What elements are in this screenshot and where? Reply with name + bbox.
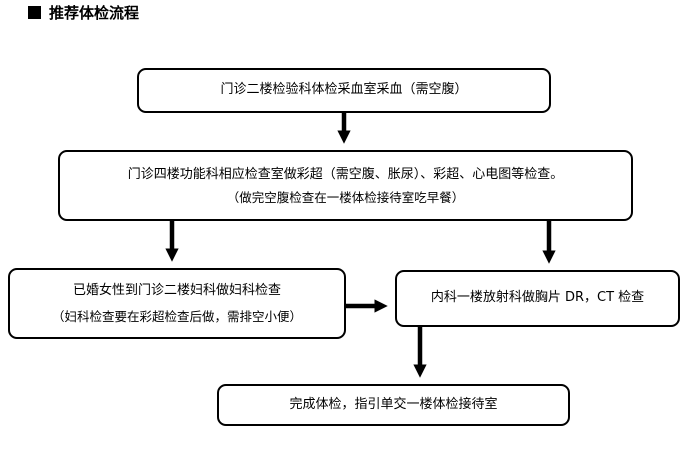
step3-text: 已婚女性到门诊二楼妇科做妇科检查 (72, 282, 281, 298)
title-text: 推荐体检流程 (49, 3, 140, 22)
step2-box: 门诊四楼功能科相应检查室做彩超（需空腹、胀尿）、彩超、心电图等检查。 （做完空腹… (58, 150, 633, 221)
step4-box: 内科一楼放射科做胸片 DR，CT 检查 (395, 270, 680, 327)
step5-box: 完成体检，指引单交一楼体检接待室 (217, 384, 570, 426)
step2-note: （做完空腹检查在一楼体检接待室吃早餐） (226, 190, 465, 206)
step3-note: （妇科检查要在彩超检查后做，需排空小便） (51, 308, 302, 324)
step2-text: 门诊四楼功能科相应检查室做彩超（需空腹、胀尿）、彩超、心电图等检查。 (127, 167, 564, 183)
step1-box: 门诊二楼检验科体检采血室采血（需空腹） (137, 68, 551, 113)
step3-box: 已婚女性到门诊二楼妇科做妇科检查 （妇科检查要在彩超检查后做，需排空小便） (8, 268, 346, 339)
section-title: 推荐体检流程 (28, 2, 139, 22)
black-square-icon (28, 5, 41, 19)
step1-text: 门诊二楼检验科体检采血室采血（需空腹） (220, 82, 468, 98)
step4-text: 内科一楼放射科做胸片 DR，CT 检查 (430, 290, 645, 306)
step5-text: 完成体检，指引单交一楼体检接待室 (289, 396, 498, 412)
